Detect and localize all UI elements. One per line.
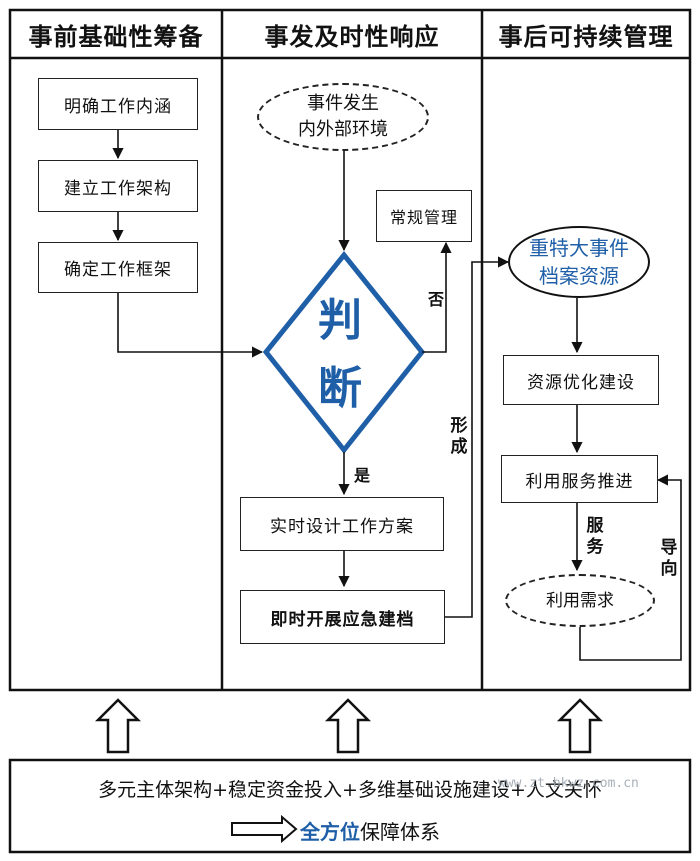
set-framework-box: 确定工作框架 — [38, 242, 198, 293]
resource-line2: 档案资源 — [539, 264, 619, 288]
build-structure-box: 建立工作架构 — [38, 160, 198, 212]
header-col3: 事后可持续管理 — [498, 22, 674, 51]
header-col1: 事前基础性筹备 — [28, 22, 204, 51]
optimize-box: 资源优化建设 — [503, 355, 659, 405]
resource-ellipse: 重特大事件 档案资源 — [508, 226, 650, 298]
up-arrow-3 — [556, 698, 604, 754]
guide-label: 导向 — [660, 538, 678, 579]
resource-line1: 重特大事件 — [529, 236, 629, 260]
serve-label: 服务 — [586, 516, 604, 557]
footer-rest: 保障体系 — [360, 820, 440, 844]
judge-char-2: 断 — [318, 363, 362, 414]
up-arrow-1 — [94, 698, 142, 754]
service-box: 利用服务推进 — [501, 455, 658, 503]
judge-diamond — [262, 251, 426, 455]
header-col2: 事发及时性响应 — [264, 22, 440, 51]
realtime-plan-box: 实时设计工作方案 — [240, 497, 444, 551]
event-line2: 内外部环境 — [298, 119, 388, 140]
routine-box: 常规管理 — [376, 190, 472, 242]
form-label: 形成 — [450, 416, 468, 457]
watermark: www.zt.bkwz.com.cn — [498, 776, 639, 791]
footer-line1: 多元主体架构+稳定资金投入+多维基础设施建设+人文关怀 — [98, 779, 602, 801]
yes-label: 是 — [354, 466, 371, 485]
define-work-box: 明确工作内涵 — [38, 78, 198, 130]
up-arrow-2 — [324, 698, 372, 754]
emergency-archive-box: 即时开展应急建档 — [240, 590, 445, 644]
event-ellipse: 事件发生 内外部环境 — [257, 83, 429, 151]
footer-line2: 全方位保障体系 — [300, 816, 440, 845]
no-label: 否 — [428, 290, 445, 309]
footer-frame — [8, 758, 692, 854]
demand-ellipse: 利用需求 — [505, 574, 655, 627]
judge-char-1: 判 — [318, 295, 362, 346]
footer-highlight: 全方位 — [300, 820, 360, 844]
outer-frame — [8, 8, 692, 692]
event-line1: 事件发生 — [307, 93, 379, 114]
right-arrow-icon — [231, 814, 298, 844]
